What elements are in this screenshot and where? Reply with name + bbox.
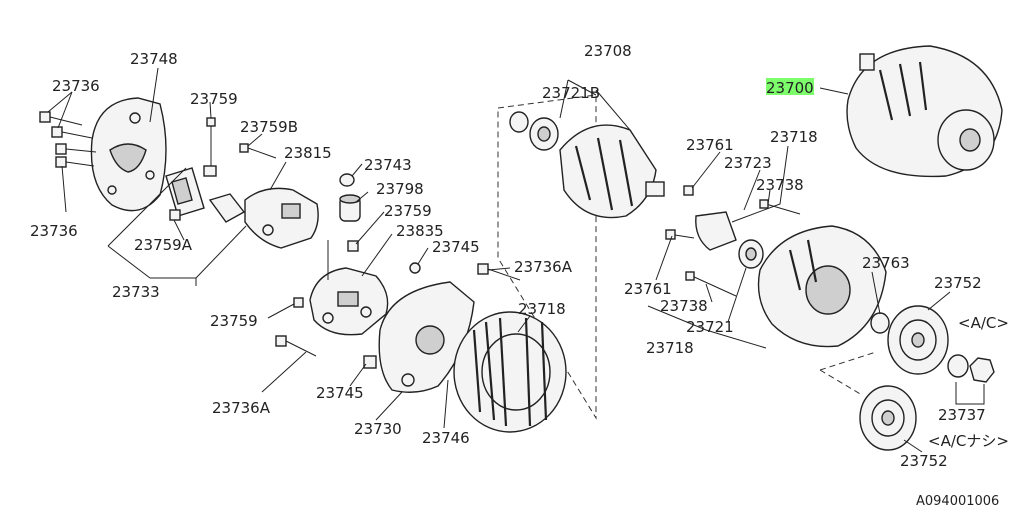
regulator-brush-holder-part-23815 xyxy=(244,187,319,249)
nut-23745-lower xyxy=(363,355,377,369)
label-23752-ac: 23752 xyxy=(934,274,982,292)
bolt-23736A-upper xyxy=(477,263,521,281)
rotor-part-23708 xyxy=(559,124,665,219)
label-23761-upper: 23761 xyxy=(686,136,734,154)
label-23736-bottom: 23736 xyxy=(30,222,78,240)
label-23759B: 23759B xyxy=(240,118,298,136)
front-frame-part-23718 xyxy=(757,225,887,348)
label-23746: 23746 xyxy=(422,429,470,447)
no-ac-note: <A/Cナシ> xyxy=(928,432,1009,450)
rotor-washer-part xyxy=(509,111,529,133)
label-23736-top: 23736 xyxy=(52,77,100,95)
label-23708: 23708 xyxy=(584,42,632,60)
non-ac-pulley-part-23752 xyxy=(859,385,917,451)
label-23721: 23721 xyxy=(686,318,734,336)
label-23759-top: 23759 xyxy=(190,90,238,108)
label-23721B: 23721B xyxy=(542,84,600,102)
screw-23759-lower xyxy=(293,297,304,308)
terminal-part xyxy=(208,193,246,223)
nut-part-23759A xyxy=(169,209,181,221)
rectifier-part-23835 xyxy=(309,240,389,336)
ac-note: <A/C> xyxy=(958,314,1009,332)
screw-23759B xyxy=(239,143,277,159)
label-23745-lower: 23745 xyxy=(316,384,364,402)
screw-23761-lower xyxy=(665,229,695,240)
nut-23745-upper xyxy=(409,262,421,274)
terminal-plate-part xyxy=(165,167,205,217)
label-23700[interactable]: 23700 xyxy=(766,79,814,97)
screw-23759-top xyxy=(203,117,217,177)
stud-23738-lower xyxy=(685,271,737,297)
label-23798: 23798 xyxy=(376,180,424,198)
front-bearing-part-23721 xyxy=(738,239,764,269)
figure-code: A094001006 xyxy=(916,494,999,509)
label-23738-upper: 23738 xyxy=(756,176,804,194)
nut-part-23737 xyxy=(969,357,995,383)
spacer-part-23763 xyxy=(870,312,890,334)
label-23738-lower: 23738 xyxy=(660,297,708,315)
washer-part-23737 xyxy=(947,354,969,378)
screw-23761-upper xyxy=(683,185,694,196)
label-23736A-lower: 23736A xyxy=(212,399,271,417)
label-23723: 23723 xyxy=(724,154,772,172)
rear-cover-part xyxy=(90,97,167,212)
label-23815: 23815 xyxy=(284,144,332,162)
bolt-23736A-lower xyxy=(275,335,317,357)
label-23718-lower: 23718 xyxy=(646,339,694,357)
label-23752-non-ac: 23752 xyxy=(900,452,948,470)
label-23835: 23835 xyxy=(396,222,444,240)
pulley-group-dashed-outline-2 xyxy=(819,369,863,396)
label-23733: 23733 xyxy=(112,283,160,301)
alternator-assembly-part-23700 xyxy=(846,45,1003,178)
label-23730: 23730 xyxy=(354,420,402,438)
label-23761-lower: 23761 xyxy=(624,280,672,298)
label-23759-lower: 23759 xyxy=(210,312,258,330)
label-23718-stator: 23718 xyxy=(518,300,566,318)
stator-part-23746 xyxy=(453,311,567,433)
rotor-bearing-part xyxy=(529,117,559,151)
pulley-group-dashed-outline xyxy=(819,351,877,371)
bolt-parts-23736 xyxy=(39,111,97,168)
label-23745-upper: 23745 xyxy=(432,238,480,256)
rear-frame-part-23730 xyxy=(378,281,475,393)
label-23743: 23743 xyxy=(364,156,412,174)
part-highlight xyxy=(766,78,814,95)
bush-part-23798 xyxy=(339,194,361,222)
label-23748: 23748 xyxy=(130,50,178,68)
rotor-group-dashed-outline xyxy=(497,94,597,420)
label-23759A: 23759A xyxy=(134,236,193,254)
label-23763: 23763 xyxy=(862,254,910,272)
leader-lines xyxy=(47,67,985,453)
label-23737: 23737 xyxy=(938,406,986,424)
ac-pulley-part-23752 xyxy=(887,305,949,375)
cap-part-23743 xyxy=(339,173,355,187)
label-23718-frame: 23718 xyxy=(770,128,818,146)
retainer-plate-part-23723 xyxy=(695,211,737,251)
label-23736A-upper: 23736A xyxy=(514,258,573,276)
label-23759-mid: 23759 xyxy=(384,202,432,220)
screw-23759-mid xyxy=(347,240,359,252)
